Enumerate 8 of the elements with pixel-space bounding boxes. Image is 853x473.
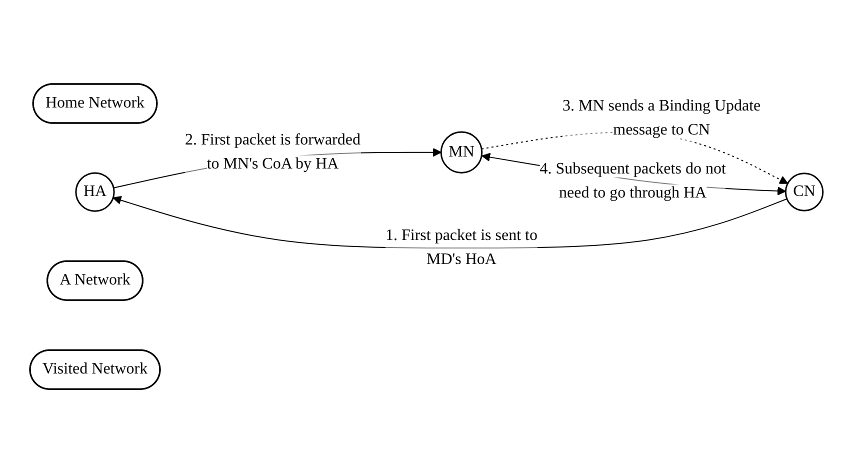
node-circle: HA — [75, 172, 115, 212]
arrow — [112, 196, 788, 248]
edge-label: 1. First packet is sent to MD's HoA — [386, 227, 538, 268]
node-circle: MN — [440, 131, 483, 174]
edge-label: 2. First packet is forwarded to MN's CoA by HA — [185, 131, 361, 172]
node-circle: CN — [784, 172, 824, 212]
edge-label: 4. Subsequent packets do not need to go through HA — [540, 160, 726, 202]
edge-label: 3. MN sends a Binding Update message to CN — [562, 97, 761, 138]
